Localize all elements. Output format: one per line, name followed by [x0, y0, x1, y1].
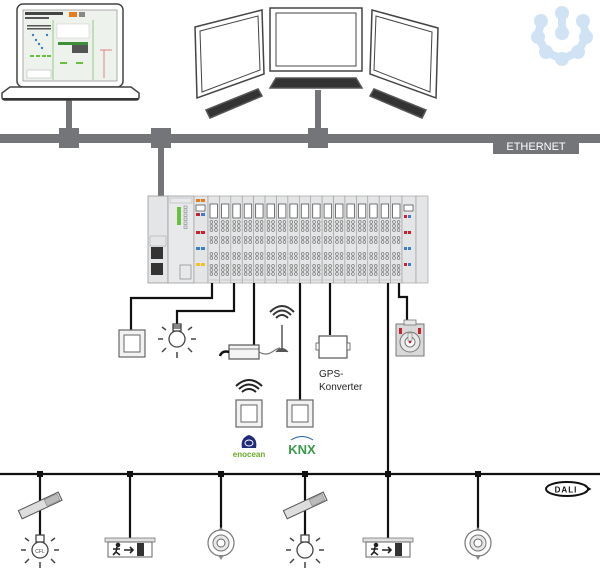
dali-device-exit-2[interactable]: [362, 471, 414, 558]
dali-bus: DALI: [0, 472, 600, 497]
io-module[interactable]: [253, 195, 266, 284]
lamp-icon: [286, 534, 324, 568]
dali-logo-text: DALI: [555, 486, 578, 495]
io-module[interactable]: [241, 195, 254, 284]
dali-junction: [302, 471, 308, 477]
dali-junction: [385, 471, 391, 477]
ethernet-junction: [308, 128, 328, 148]
brand-logo-icon: [531, 6, 593, 66]
ethernet-label: ETHERNET: [506, 141, 566, 153]
ballast-icon: [282, 491, 328, 520]
dali-junction: [218, 471, 224, 477]
ethernet-junction: [59, 128, 79, 148]
arrow-right-icon: [382, 546, 393, 554]
dali-device-sensor-2[interactable]: [464, 471, 492, 560]
io-module[interactable]: [333, 195, 346, 284]
antenna-icon: [269, 305, 295, 353]
brand-logo: [177, 207, 181, 225]
io-module[interactable]: [264, 195, 277, 284]
io-module[interactable]: [276, 195, 289, 284]
dali-junction: [37, 471, 43, 477]
monitor-center[interactable]: [268, 7, 364, 89]
io-module[interactable]: [321, 195, 334, 284]
gps-converter[interactable]: GPS- Konverter: [315, 335, 363, 393]
running-man-icon: [370, 542, 393, 556]
energy-meter[interactable]: [395, 319, 425, 357]
monitor-right[interactable]: [368, 9, 439, 119]
running-man-icon: [112, 542, 135, 556]
dali-device-exit-1[interactable]: [104, 471, 156, 558]
io-module[interactable]: [310, 195, 323, 284]
door-icon: [395, 543, 402, 556]
dali-logo: DALI: [545, 481, 592, 497]
keyboard-left: [204, 88, 264, 119]
ethernet-port-icon: [151, 247, 163, 259]
knx-logo: KNX: [288, 436, 316, 457]
lamp-icon[interactable]: [158, 323, 196, 358]
ethernet-port-icon: [151, 263, 163, 275]
monitor-left[interactable]: [194, 9, 265, 119]
io-module[interactable]: [230, 195, 243, 284]
io-module[interactable]: [219, 195, 232, 284]
keyboard-right: [368, 88, 428, 119]
arrow-right-icon: [124, 546, 135, 554]
ballast-icon: [17, 491, 63, 520]
io-module[interactable]: [344, 195, 357, 284]
dali-devices: CFL: [17, 471, 492, 568]
dali-device-ballast-1[interactable]: CFL: [17, 471, 63, 568]
io-module[interactable]: [287, 195, 300, 284]
lamp-type-label: CFL: [35, 549, 45, 555]
field-wiring: [129, 283, 409, 478]
end-cap-module: [415, 195, 429, 284]
knx-logo-text: KNX: [288, 442, 316, 457]
wall-switch[interactable]: [118, 329, 146, 358]
io-module-rack: [207, 195, 403, 284]
enocean-logo: enocean: [233, 435, 266, 459]
dali-junction: [475, 471, 481, 477]
gps-label-line2: Konverter: [319, 382, 363, 393]
io-module[interactable]: [356, 195, 369, 284]
lamp-icon: CFL: [21, 534, 59, 568]
ethernet-label-box: [493, 138, 579, 154]
io-module[interactable]: [390, 195, 403, 284]
enocean-logo-text: enocean: [233, 450, 266, 459]
controller[interactable]: [147, 195, 429, 284]
enocean-switch[interactable]: [235, 379, 263, 428]
dali-device-sensor-1[interactable]: [207, 471, 235, 560]
led-driver[interactable]: [218, 344, 281, 360]
laptop[interactable]: [1, 3, 140, 101]
dali-junction: [127, 471, 133, 477]
keyboard-center: [268, 77, 364, 89]
io-module[interactable]: [298, 195, 312, 284]
knx-switch[interactable]: [286, 399, 314, 428]
io-module[interactable]: [367, 195, 380, 284]
ethernet-junction: [151, 128, 171, 148]
io-module[interactable]: [207, 195, 220, 284]
ethernet-bus: ETHERNET: [0, 90, 600, 196]
gps-label-line1: GPS-: [319, 369, 343, 380]
laptop-screen: [22, 9, 118, 82]
io-module[interactable]: [378, 195, 391, 284]
door-icon: [137, 543, 144, 556]
dali-device-ballast-2[interactable]: [282, 471, 328, 568]
